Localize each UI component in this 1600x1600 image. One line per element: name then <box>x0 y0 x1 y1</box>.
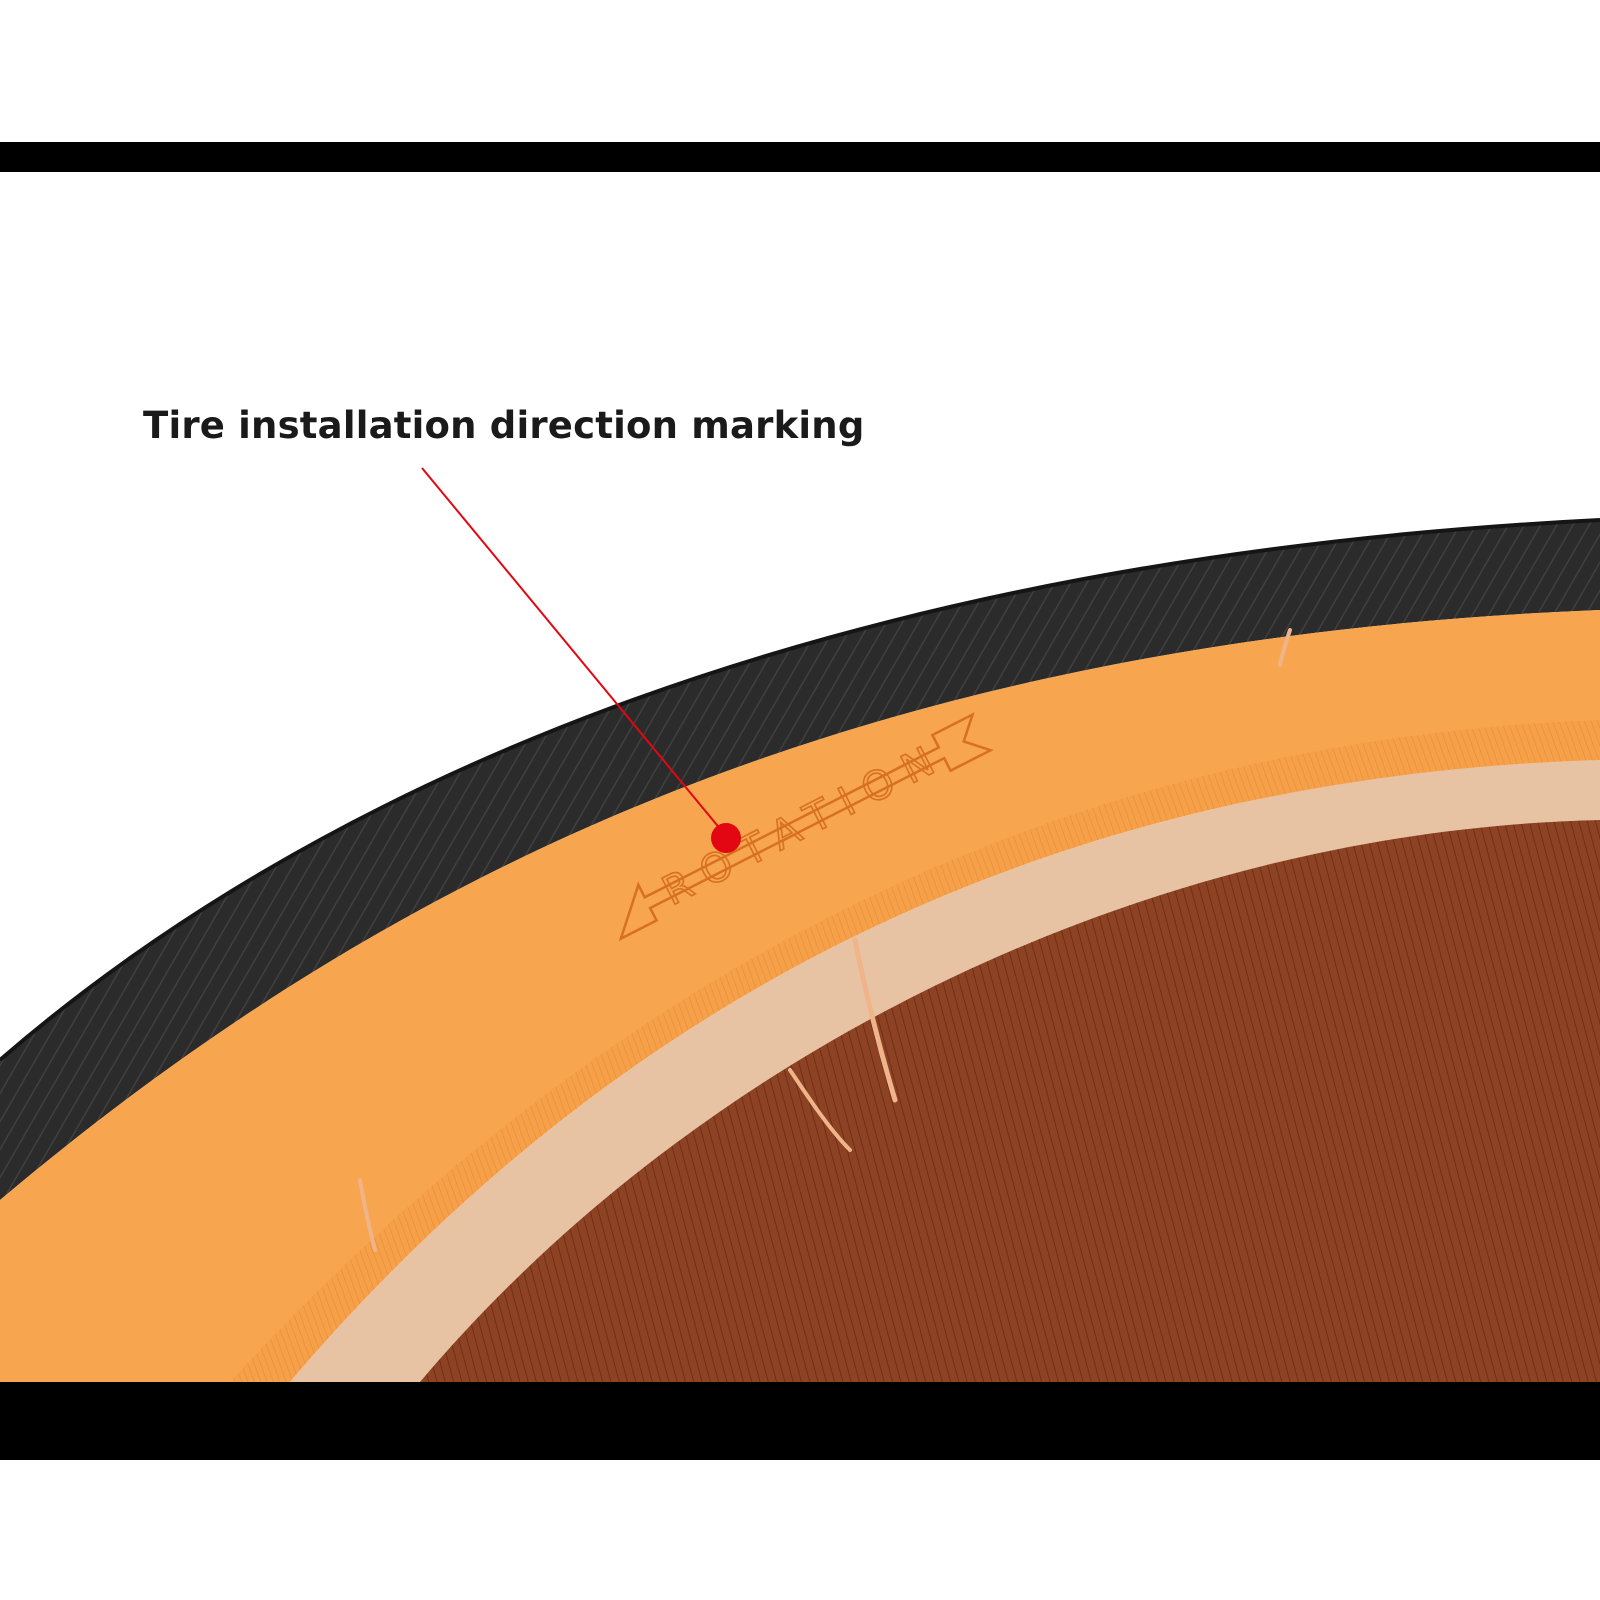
molding-hair <box>358 1178 377 1252</box>
bottom-black-bar <box>0 1382 1600 1460</box>
top-black-bar <box>0 142 1600 172</box>
molding-hair <box>852 937 898 1103</box>
molding-hair <box>1278 628 1292 667</box>
annotation-marker-dot <box>711 823 741 853</box>
molding-hair <box>788 1068 852 1152</box>
tread-edge <box>0 518 1600 1062</box>
annotation-label: Tire installation direction marking <box>143 404 865 447</box>
annotation-leader-line <box>421 467 727 837</box>
tire-bead <box>290 760 1600 1382</box>
tire-tread <box>0 520 1600 1200</box>
tire-inner <box>420 820 1600 1382</box>
